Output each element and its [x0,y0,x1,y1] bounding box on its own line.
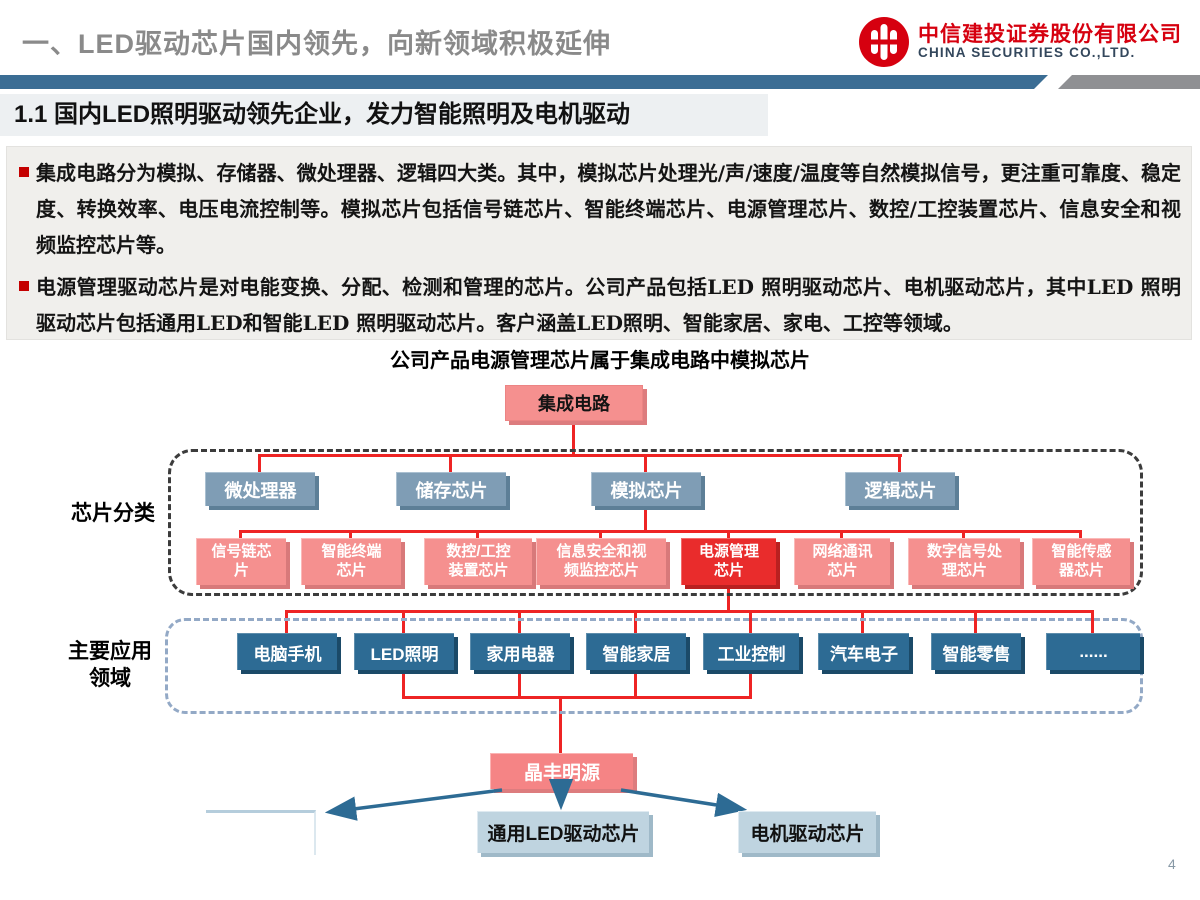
logo-company-name-en: CHINA SECURITIES CO.,LTD. [918,45,1136,61]
diagram-title: 公司产品电源管理芯片属于集成电路中模拟芯片 [390,350,810,372]
connector-line [727,585,730,613]
node-app-smart-retail: 智能零售 [931,633,1021,670]
connector-line [749,611,752,634]
node-product-hidden [206,810,316,855]
node-industrial-control-chip: 数控/工控装置芯片 [424,538,532,585]
connector-line [239,530,1082,533]
node-power-management-chip: 电源管理芯片 [681,538,776,585]
section-title: 1.1 国内LED照明驱动领先企业，发力智能照明及电机驱动 [14,101,631,128]
node-app-automotive: 汽车电子 [818,633,909,670]
connector-line [449,455,452,473]
node-signal-chain-chip: 信号链芯片 [196,538,286,585]
header-divider-gray [1058,75,1200,89]
node-logic-chip: 逻辑芯片 [845,472,955,506]
chip-category-cluster [168,449,1143,596]
connector-line [258,455,261,473]
node-product-motor-driver: 电机驱动芯片 [738,811,876,853]
connector-line [644,506,647,533]
connector-line [861,611,864,634]
node-app-home-appliance: 家用电器 [470,633,570,670]
node-app-led-lighting: LED照明 [354,633,454,670]
section-heading-strip: 1.1 国内LED照明驱动领先企业，发力智能照明及电机驱动 [0,94,768,136]
logo-company-name-cn: 中信建投证券股份有限公司 [918,23,1182,47]
application-cluster [165,618,1143,714]
connector-line [644,455,647,473]
connector-line [402,611,405,634]
node-smart-terminal-chip: 智能终端芯片 [301,538,401,585]
connector-line [840,531,843,539]
node-security-video-chip: 信息安全和视频监控芯片 [536,538,666,585]
connector-line [727,531,730,539]
node-smart-sensor-chip: 智能传感器芯片 [1032,538,1130,585]
connector-line [518,611,521,634]
node-app-pc-mobile: 电脑手机 [237,633,337,670]
connector-line [749,669,752,699]
connector-line [349,531,352,539]
node-integrated-circuit: 集成电路 [505,385,643,421]
connector-line [518,669,521,699]
header-divider-blue [0,75,1048,89]
page-number: 4 [1168,856,1176,872]
connector-line [285,611,288,634]
connector-line [402,669,405,699]
connector-line [285,610,1094,613]
connector-line [1091,611,1094,634]
connector-line [572,421,575,457]
page-title: 一、LED驱动芯片国内领先，向新领域积极延伸 [22,29,611,59]
bullet-point: 电源管理驱动芯片是对电能变换、分配、检测和管理的芯片。公司产品包括LED 照明驱… [19,269,1181,341]
connector-line [258,454,902,457]
node-memory-chip: 储存芯片 [396,472,506,506]
connector-line [476,531,479,539]
connector-line [634,611,637,634]
connector-line [634,669,637,699]
node-analog-chip: 模拟芯片 [591,472,701,506]
node-company-bps: 晶丰明源 [490,753,633,789]
bullet-point: 集成电路分为模拟、存储器、微处理器、逻辑四大类。其中，模拟芯片处理光/声/速度/… [19,155,1181,263]
connector-line [402,696,752,699]
node-app-others: ...... [1046,633,1140,670]
node-dsp-chip: 数字信号处理芯片 [908,538,1020,585]
connector-line [559,696,562,754]
logo-emblem [859,17,909,67]
application-label: 主要应用领域 [68,640,152,691]
connector-line [898,455,901,473]
connector-line [1079,531,1082,539]
connector-line [239,531,242,539]
connector-line [962,531,965,539]
node-microprocessor: 微处理器 [205,472,315,506]
connector-line [599,531,602,539]
summary-text-box: 集成电路分为模拟、存储器、微处理器、逻辑四大类。其中，模拟芯片处理光/声/速度/… [6,146,1192,340]
chip-category-label: 芯片分类 [71,502,155,525]
company-logo: 中信建投证券股份有限公司 CHINA SECURITIES CO.,LTD. [858,16,1182,68]
node-product-general-led-driver: 通用LED驱动芯片 [477,811,649,853]
connector-line [974,611,977,634]
node-app-smart-home: 智能家居 [586,633,686,670]
node-network-comm-chip: 网络通讯芯片 [794,538,890,585]
node-app-industrial-control: 工业控制 [703,633,799,670]
